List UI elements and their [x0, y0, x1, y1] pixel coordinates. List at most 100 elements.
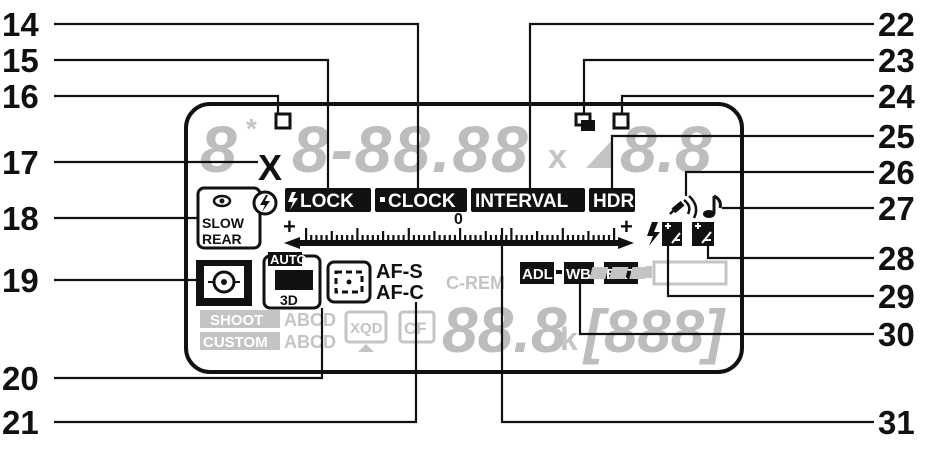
- exposure-tick: [315, 235, 318, 240]
- flash-compensation-icon: [647, 222, 682, 246]
- exposure-indicator: + 0 +: [283, 211, 634, 249]
- exposure-tick: [597, 235, 600, 240]
- callout-17: 17: [2, 144, 39, 181]
- seg-aperture: 8.8: [620, 112, 712, 186]
- custom-bank: CUSTOM ABCD: [200, 332, 336, 352]
- exposure-tick: [423, 235, 426, 240]
- exposure-tick: [417, 235, 421, 240]
- battery-icon: [589, 260, 728, 286]
- exposure-tick: [438, 235, 441, 240]
- exposure-tick: [546, 235, 549, 240]
- af-c-indicator: AF-C: [376, 282, 424, 304]
- matrix-metering-icon: [196, 260, 252, 306]
- exposure-tick: [571, 235, 575, 240]
- exposure-tick: [561, 228, 564, 240]
- exposure-tick: [320, 235, 323, 240]
- callout-16: 16: [2, 78, 39, 115]
- exposure-tick: [469, 235, 472, 240]
- exposure-tick: [484, 231, 487, 240]
- callout-20: 20: [2, 360, 39, 397]
- exposure-tick: [448, 235, 451, 240]
- svg-text:AUTO: AUTO: [270, 252, 307, 267]
- exposure-tick: [464, 235, 467, 240]
- exposure-tick: [330, 231, 333, 240]
- callout-22: 22: [878, 6, 915, 43]
- svg-text:SLOW: SLOW: [202, 215, 245, 231]
- exposure-tick: [387, 235, 390, 240]
- exposure-tick: [407, 228, 410, 240]
- exposure-compensation-icon: [692, 222, 714, 246]
- svg-text:LOCK: LOCK: [300, 191, 354, 212]
- callout-24: 24: [878, 78, 915, 115]
- seg-shutter: 8-88.88: [292, 112, 530, 186]
- interval-indicator: INTERVAL: [471, 188, 585, 212]
- gps-icon: [669, 195, 698, 219]
- callout-29: 29: [878, 278, 915, 315]
- svg-text:ABCD: ABCD: [284, 332, 336, 352]
- exposure-tick: [525, 235, 528, 240]
- exposure-tick: [556, 235, 559, 240]
- exposure-tick: [474, 235, 477, 240]
- exposure-plus-right: +: [620, 214, 633, 239]
- af-area-mode-3d: AUTO 3D: [262, 252, 322, 310]
- exposure-tick: [592, 235, 595, 240]
- callout-14: 14: [2, 6, 39, 43]
- svg-text:WB: WB: [566, 266, 591, 283]
- seg-k: k: [560, 321, 578, 357]
- red-eye-icon: [212, 194, 232, 208]
- leader-lines: [54, 22, 874, 424]
- exposure-tick: [577, 235, 580, 240]
- exposure-tick: [392, 235, 395, 240]
- exposure-tick: [351, 235, 354, 240]
- callout-27: 27: [878, 190, 915, 227]
- exposure-tick: [566, 235, 569, 240]
- exposure-tick: [587, 231, 590, 240]
- callout-31: 31: [878, 404, 915, 441]
- exposure-tick: [340, 235, 344, 240]
- exposure-tick: [520, 235, 523, 240]
- exposure-tick: [397, 235, 400, 240]
- flash-lock-indicator: LOCK: [285, 188, 371, 212]
- exposure-tick: [541, 235, 544, 240]
- flash-icon: [252, 190, 278, 216]
- seg-x: x: [548, 138, 567, 176]
- callout-28: 28: [878, 240, 915, 277]
- exposure-plus-left: +: [283, 214, 296, 239]
- svg-text:ABCD: ABCD: [284, 310, 336, 330]
- exposure-tick: [489, 235, 492, 240]
- callout-23: 23: [878, 42, 915, 79]
- exposure-tick: [402, 235, 405, 240]
- exposure-tick: [433, 231, 436, 240]
- beep-icon: [703, 194, 722, 218]
- svg-text:SHOOT: SHOOT: [210, 312, 263, 329]
- exposure-tick: [356, 228, 359, 240]
- exposure-zero: 0: [454, 211, 463, 228]
- exposure-tick: [613, 228, 616, 240]
- xqd-card-icon: XQD: [344, 310, 388, 352]
- c-rem-indicator: C-REM: [446, 273, 505, 293]
- callout-18: 18: [2, 200, 39, 237]
- svg-text:CLOCK: CLOCK: [388, 191, 456, 212]
- asterisk-icon: *: [246, 113, 257, 144]
- exposure-tick: [335, 235, 338, 240]
- flash-mode-box: SLOW REAR: [196, 186, 262, 250]
- exposure-tick: [459, 228, 462, 240]
- svg-text:ADL: ADL: [522, 266, 553, 283]
- exposure-tick: [530, 235, 534, 240]
- af-area-icon: [326, 260, 372, 304]
- exposure-tick: [602, 235, 605, 240]
- exposure-tick: [582, 235, 585, 240]
- exposure-tick: [412, 235, 415, 240]
- svg-text:XQD: XQD: [350, 320, 383, 337]
- callout-21: 21: [2, 404, 39, 441]
- exposure-tick: [551, 235, 554, 240]
- hdr-indicator: HDR: [589, 188, 635, 212]
- callout-30: 30: [878, 316, 915, 353]
- exposure-tick: [428, 235, 431, 240]
- exposure-tick: [443, 235, 446, 240]
- seg-top-mode: 8: [200, 112, 237, 186]
- exposure-tick: [346, 235, 349, 240]
- svg-text:REAR: REAR: [202, 231, 242, 247]
- seg-count: 88.8: [442, 294, 567, 366]
